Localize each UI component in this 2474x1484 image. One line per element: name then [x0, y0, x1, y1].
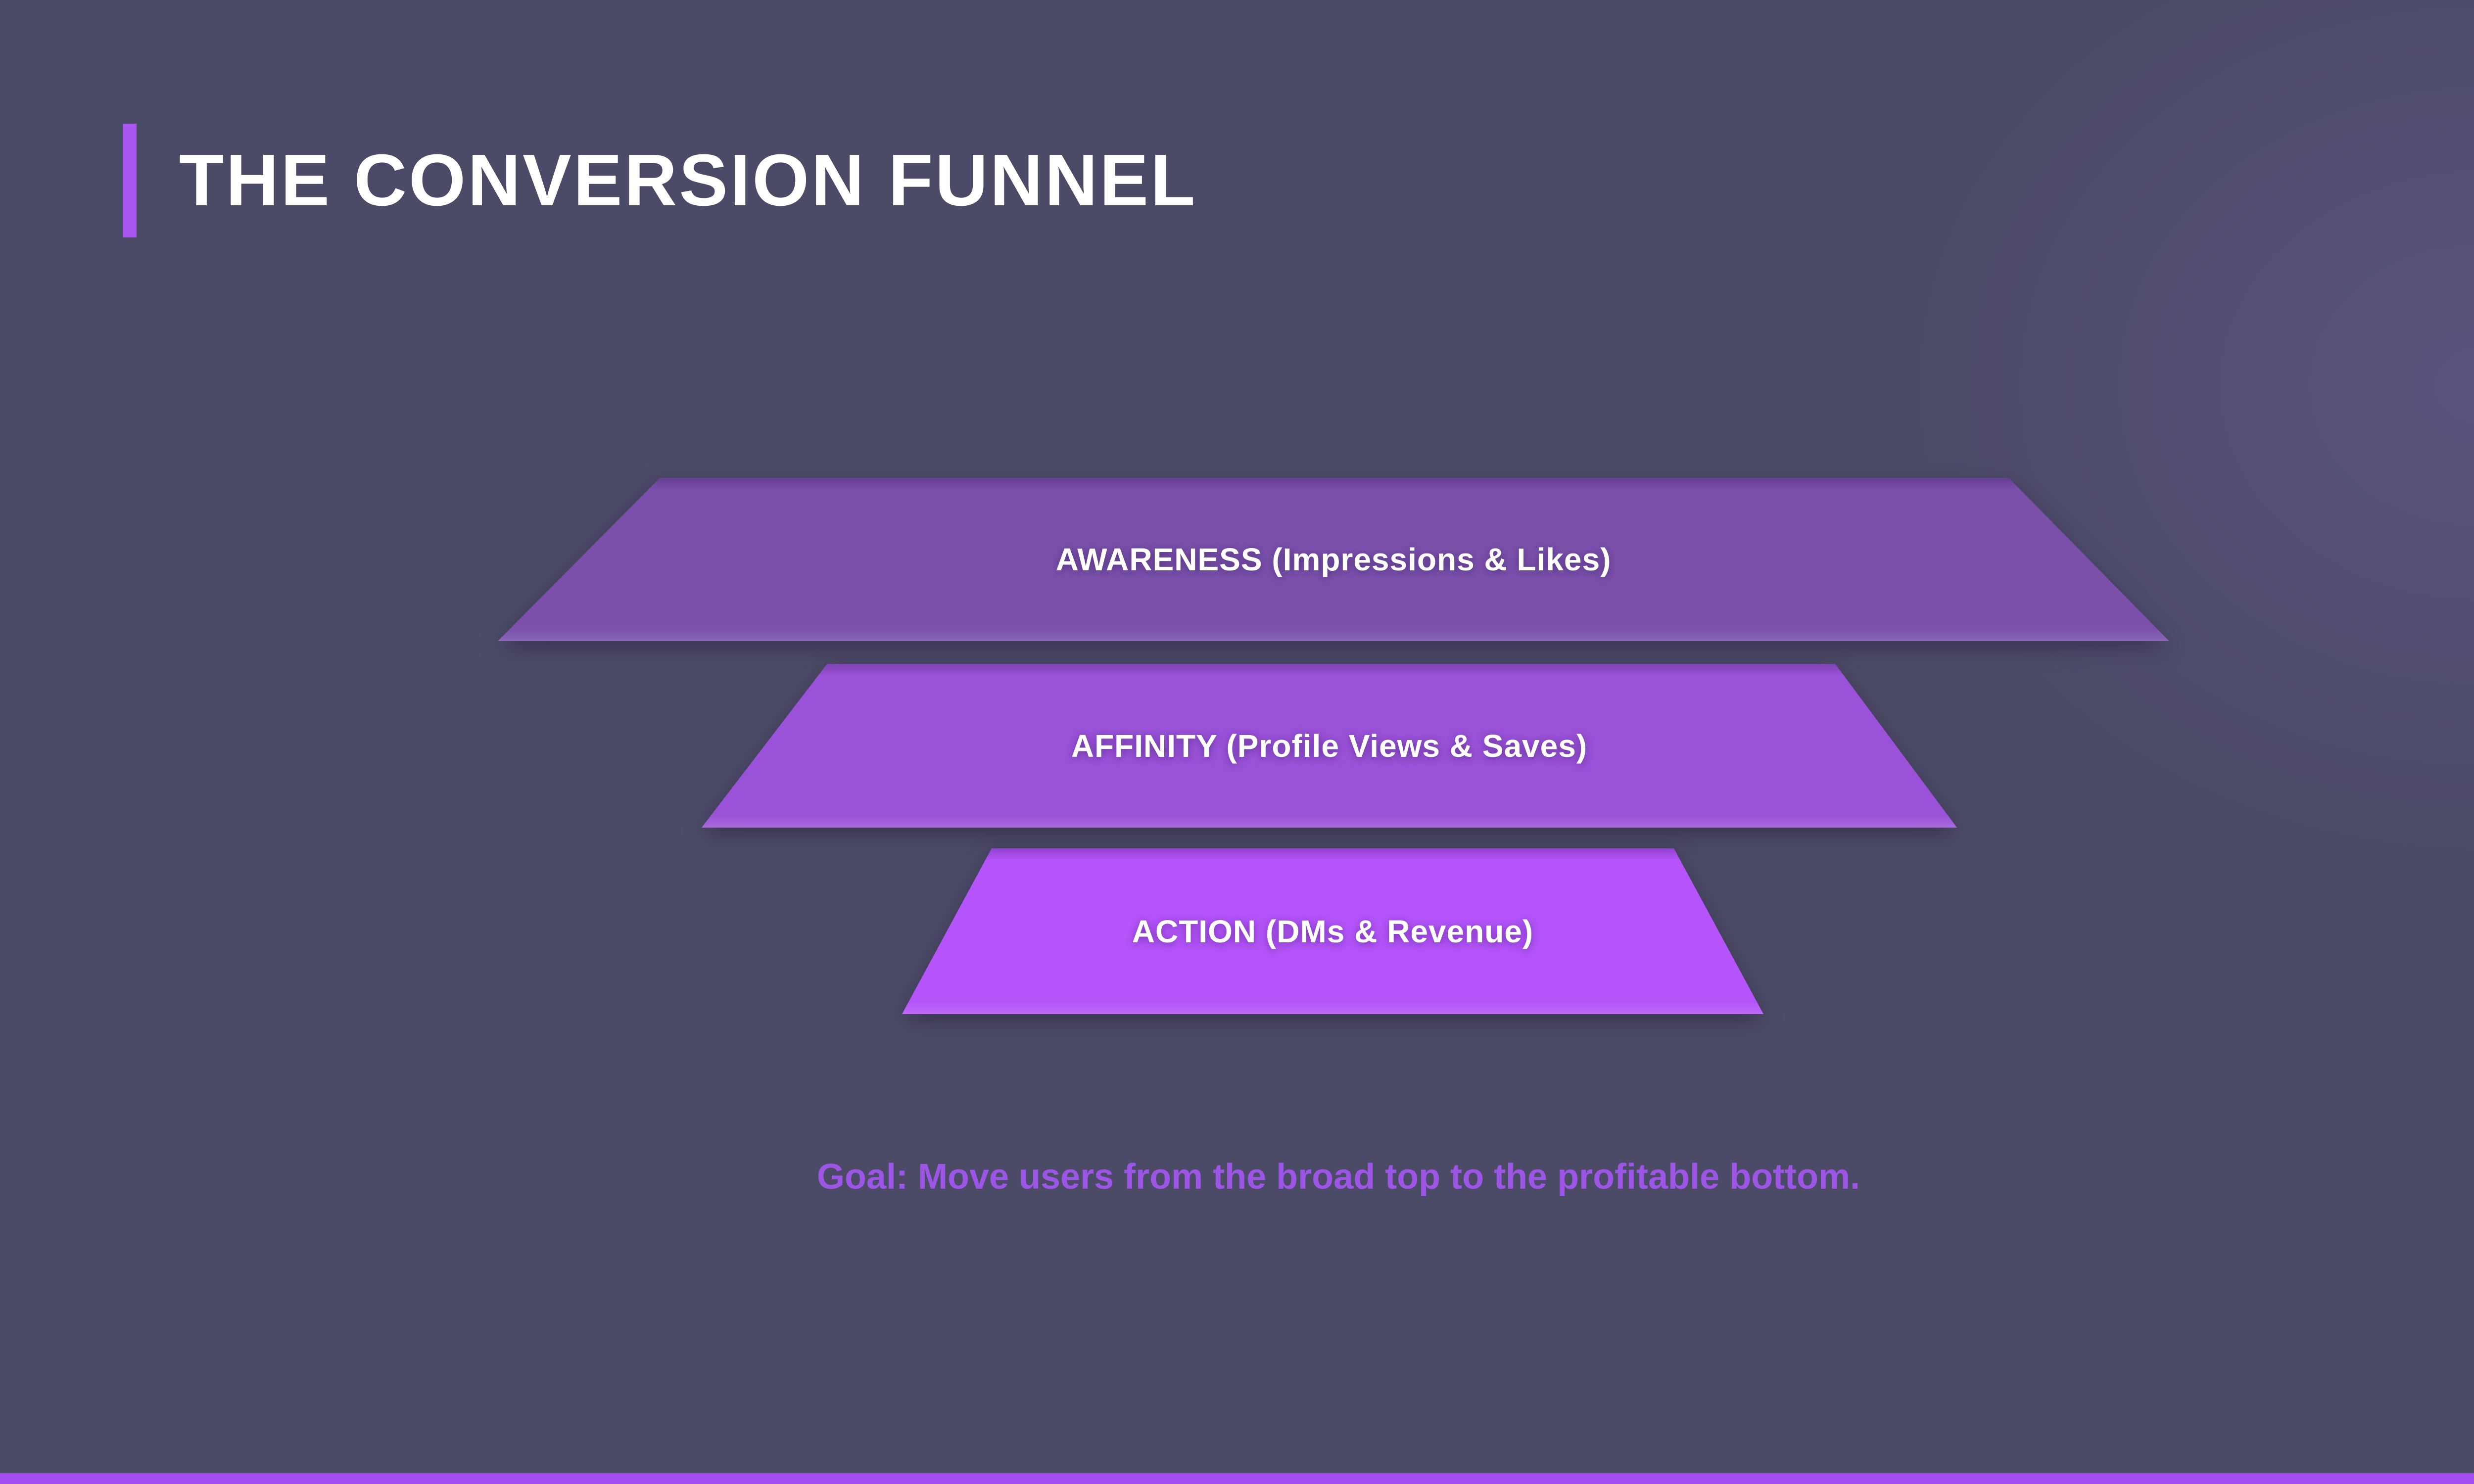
funnel-level-awareness-label: AWARENESS (Impressions & Likes) [1055, 542, 1612, 577]
funnel-level-awareness: AWARENESS (Impressions & Likes) [498, 478, 2169, 641]
funnel-level-action-shape: ACTION (DMs & Revenue) [902, 848, 1763, 1014]
funnel-level-affinity-shape: AFFINITY (Profile Views & Saves) [702, 664, 1957, 828]
bottom-accent-bar [0, 1473, 2474, 1484]
funnel-level-affinity-label: AFFINITY (Profile Views & Saves) [1071, 728, 1588, 764]
funnel-level-awareness-shape: AWARENESS (Impressions & Likes) [498, 478, 2169, 641]
funnel-level-action-label: ACTION (DMs & Revenue) [1132, 913, 1534, 949]
funnel-level-action: ACTION (DMs & Revenue) [902, 848, 1763, 1014]
goal-text: Goal: Move users from the broad top to t… [816, 1157, 1860, 1197]
slide-title: THE CONVERSION FUNNEL [179, 139, 1197, 221]
title-accent-bar [123, 124, 137, 237]
funnel-level-affinity: AFFINITY (Profile Views & Saves) [702, 664, 1957, 828]
